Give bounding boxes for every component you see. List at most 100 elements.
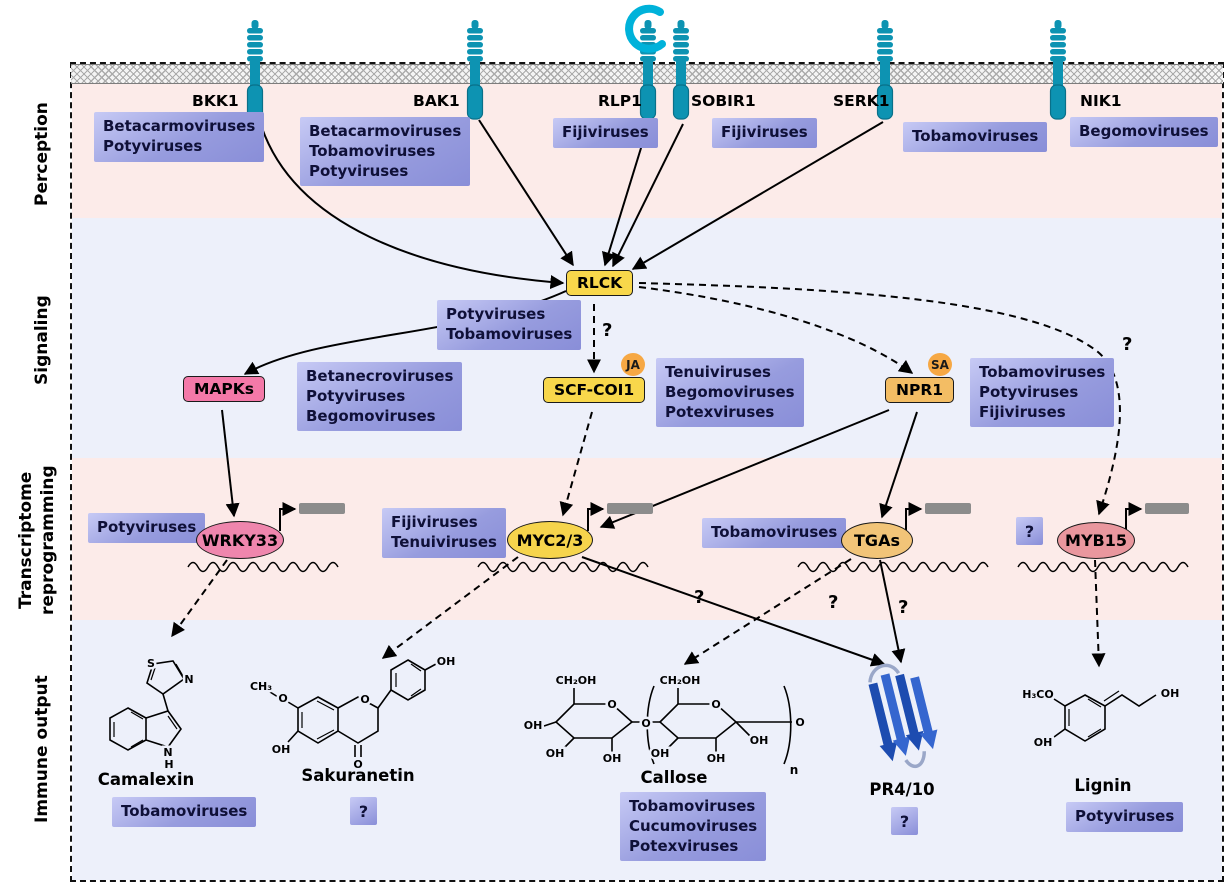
arrow-rlck-to-myb15 [638,282,1121,516]
arrow-serk1-to-rlck [631,121,884,270]
virus-line: Begomoviruses [1079,122,1209,140]
output-label-pr410: PR4/10 [869,780,935,799]
output-label-lignin: Lignin [1074,776,1132,795]
question-mark-rlck-myb15: ? [1122,334,1133,355]
virus-line: Begomoviruses [665,382,795,401]
virus-line: Tobamoviruses [446,324,573,343]
sa-hormone-badge: SA [928,353,952,376]
arrow-tgas-to-pr410 [879,559,906,664]
virus-line: Fijiviruses [979,402,1066,421]
arrow-scfcoi1-to-myc23 [559,411,593,517]
arrow-myc23-to-pr410 [581,556,886,667]
sobir1-receptor-icon [672,19,690,120]
rlp1-receptor-icon [639,19,657,120]
callose-oh-5-label: OH [707,752,726,765]
receptor-label-serk1: SERK1 [833,92,890,110]
virus-line: Fijiviruses [721,123,808,141]
ja-hormone-badge: JA [621,353,645,376]
receptor-icons [246,4,1067,120]
virus-line: Potexviruses [665,402,775,421]
camalexin-n-label: N [163,746,172,759]
virus-box-myc23: Fijiviruses Tenuiviruses [382,508,506,558]
virus-line: Betacarmoviruses [309,122,462,140]
sakuranetin-ring-o-label: O [360,693,369,706]
sakuranetin-oh-top-label: OH [437,655,456,668]
virus-box-rlp1: Fijiviruses [553,118,658,148]
callose-ring-o-1-label: O [607,698,616,711]
gene-symbols [279,502,1189,531]
sakuranetin-structure: O OH O CH₃ OH O [247,653,457,774]
virus-line: Potyviruses [309,161,409,180]
virus-line: Betanecroviruses [306,367,454,385]
scf-coi1-node: SCF-COI1 [543,377,646,403]
camalexin-h-label: H [164,758,173,771]
output-label-sakuranetin: Sakuranetin [301,766,415,785]
output-label-callose: Callose [640,768,708,787]
virus-box-lignin: Potyviruses [1066,802,1184,832]
receptor-label-bak1: BAK1 [413,92,460,110]
rlck-node: RLCK [566,270,634,296]
arrow-wrky33-to-camalexin [171,559,228,638]
virus-line: Potyviruses [97,518,197,536]
rlp1-extracellular-hook-icon [625,4,666,53]
transcription-arrow-myb15 [1125,502,1143,531]
transcription-arrow-wrky33 [279,502,297,531]
bkk1-receptor-icon [246,19,264,120]
unknown-virus-box-sakuranetin: ? [350,797,377,825]
arrow-myb15-to-lignin [1091,559,1106,668]
transcription-arrow-tgas [905,502,923,531]
question-mark-tgas-callose: ? [828,592,839,613]
callose-bridge-o-label: O [641,717,650,730]
myb15-tf-ellipse: MYB15 [1057,522,1135,559]
unknown-virus-box-pr410: ? [891,807,918,835]
virus-line: Tobamoviruses [121,802,248,820]
virus-line: Cucumoviruses [629,816,758,835]
virus-line: Potyviruses [103,136,203,155]
transcription-arrow-myc23 [587,502,605,531]
virus-box-npr1: Tobamoviruses Potyviruses Fijiviruses [970,358,1115,428]
callose-oh-3-label: OH [603,752,622,765]
virus-line: Tobamoviruses [912,127,1039,145]
callose-ring-o-2-label: O [711,698,720,711]
virus-box-bak1: Betacarmoviruses Tobamoviruses Potyvirus… [300,117,471,187]
virus-box-callose: Tobamoviruses Cucumoviruses Potexviruses [620,792,767,862]
gene-bar-myc23 [607,503,653,514]
unknown-virus-box-myb15: ? [1016,517,1043,545]
receptor-label-rlp1: RLP1 [598,92,642,110]
virus-box-camalexin: Tobamoviruses [112,797,257,827]
virus-line: Betacarmoviruses [103,117,256,135]
gene-bar-wrky33 [299,503,345,514]
callose-oh-6-label: OH [750,734,769,747]
arrow-bak1-to-rlck [478,119,574,267]
virus-box-bkk1: Betacarmoviruses Potyviruses [94,112,265,162]
question-mark-tgas-pr410: ? [898,597,909,618]
sakuranetin-methoxy-o-label: O [278,692,287,705]
virus-line: Tobamoviruses [711,523,838,541]
receptor-label-sobir1: SOBIR1 [691,92,756,110]
virus-line: Potyviruses [446,305,546,323]
question-mark-myc23-pr410: ? [694,587,705,608]
gene-bar-myb15 [1145,503,1189,514]
myc23-tf-ellipse: MYC2/3 [507,521,593,559]
pr410-protein-icon [868,663,938,769]
virus-line: Potyviruses [1075,807,1175,825]
npr1-node: NPR1 [885,377,955,403]
sakuranetin-ketone-o-label: O [353,758,362,771]
virus-box-tgas: Tobamoviruses [702,518,847,548]
question-mark-rlck-scfcoi1: ? [602,320,613,341]
arrow-mapks-to-wrky33 [221,409,240,518]
lignin-oh-chain-label: OH [1161,687,1180,700]
arrow-sobir1-to-rlck [612,123,684,268]
receptor-label-bkk1: BKK1 [192,92,239,110]
dashed-arrows [171,282,1121,668]
arrow-bkk1-to-rlck [259,121,565,290]
virus-line: Tobamoviruses [979,363,1106,381]
bak1-receptor-icon [466,19,484,120]
callose-oh-4-label: OH [651,747,670,760]
receptor-label-nik1: NIK1 [1080,92,1122,110]
virus-box-nik1: Begomoviruses [1070,117,1218,147]
sakuranetin-oh-bottom-label: OH [272,743,291,756]
dna-squiggles [187,561,1189,573]
